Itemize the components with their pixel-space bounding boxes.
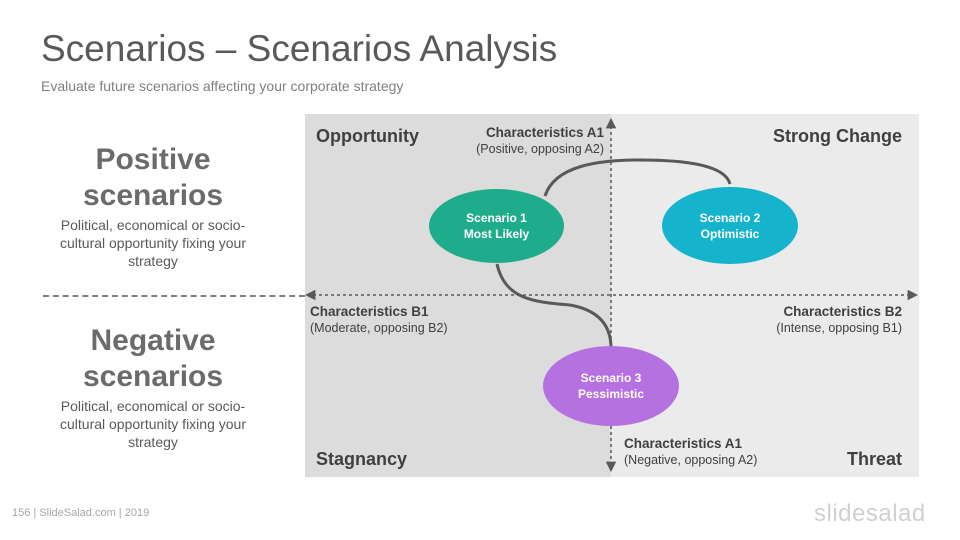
positive-heading-line2: scenarios xyxy=(82,179,224,212)
negative-scenarios-heading: Negative scenarios xyxy=(38,323,268,395)
connector-scenario1-scenario2 xyxy=(543,158,732,197)
footer-text: 156 | SlideSalad.com | 2019 xyxy=(12,507,150,519)
positive-desc-line2: cultural opportunity fixing your xyxy=(60,235,246,251)
scenario-3-title: Scenario 3 xyxy=(580,371,642,385)
axis-left-subtitle: (Moderate, opposing B2) xyxy=(310,321,448,335)
quadrant-label-stagnancy: Stagnancy xyxy=(316,449,408,469)
positive-desc-line1: Political, economical or socio- xyxy=(60,217,246,233)
axis-bottom-subtitle: (Negative, opposing A2) xyxy=(624,453,758,467)
negative-heading-line2: scenarios xyxy=(82,360,224,393)
positive-desc-line3: strategy xyxy=(128,253,178,269)
page-title: Scenarios – Scenarios Analysis xyxy=(41,28,558,69)
quadrant-label-threat: Threat xyxy=(846,449,902,469)
page-subtitle: Evaluate future scenarios affecting your… xyxy=(41,78,404,94)
axis-top-subtitle: (Positive, opposing A2) xyxy=(476,142,604,156)
negative-scenarios-description: Political, economical or socio- cultural… xyxy=(38,397,268,451)
scenario-2-title: Scenario 2 xyxy=(699,210,761,225)
positive-scenarios-heading: Positive scenarios xyxy=(38,142,268,214)
axis-top-title: Characteristics A1 xyxy=(485,125,604,140)
negative-desc-line3: strategy xyxy=(128,434,178,450)
scenario-3-ellipse: Scenario 3 Pessimistic xyxy=(543,346,679,426)
scenario-1-ellipse: Scenario 1 Most Likely xyxy=(429,189,564,263)
axis-bottom-title: Characteristics A1 xyxy=(624,436,743,451)
positive-heading-line1: Positive xyxy=(95,143,211,176)
axis-right-subtitle: (Intense, opposing B1) xyxy=(776,321,902,335)
axis-label-left: Characteristics B1 (Moderate, opposing B… xyxy=(310,304,448,335)
axis-left-title: Characteristics B1 xyxy=(310,304,429,319)
horizontal-divider xyxy=(43,295,305,297)
scenario-1-subtitle: Most Likely xyxy=(463,227,530,241)
positive-scenarios-description: Political, economical or socio- cultural… xyxy=(38,216,268,270)
negative-desc-line1: Political, economical or socio- xyxy=(60,398,246,414)
scenario-2-subtitle: Optimistic xyxy=(700,226,760,241)
scenario-3-subtitle: Pessimistic xyxy=(577,387,645,401)
axis-right-title: Characteristics B2 xyxy=(783,304,902,319)
quadrant-label-opportunity: Opportunity xyxy=(316,126,419,146)
connector-scenario1-scenario3 xyxy=(495,263,613,349)
negative-heading-line1: Negative xyxy=(90,324,216,357)
scenario-1-title: Scenario 1 xyxy=(466,211,527,225)
quadrant-label-strong-change: Strong Change xyxy=(773,126,902,146)
scenario-2-ellipse: Scenario 2 Optimistic xyxy=(662,187,798,264)
slidesalad-logo: slidesalad xyxy=(814,500,926,527)
axis-label-top: Characteristics A1 (Positive, opposing A… xyxy=(476,125,604,156)
negative-desc-line2: cultural opportunity fixing your xyxy=(60,416,246,432)
axis-label-right: Characteristics B2 (Intense, opposing B1… xyxy=(776,304,902,335)
axis-label-bottom: Characteristics A1 (Negative, opposing A… xyxy=(624,436,757,467)
